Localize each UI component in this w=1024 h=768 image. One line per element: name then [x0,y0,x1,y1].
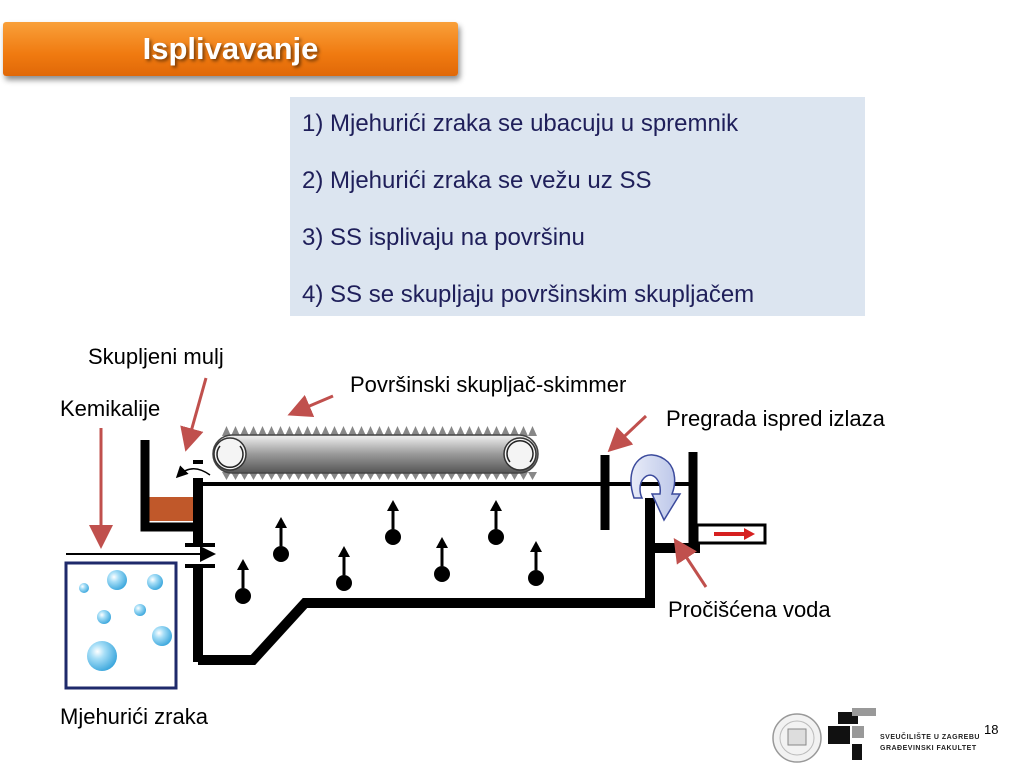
logo-line2: GRAĐEVINSKI FAKULTET [880,745,977,752]
steps-box: 1) Mjehurići zraka se ubacuju u spremnik… [290,97,865,316]
particle-5 [434,566,450,582]
slide-title: Isplivavanje [142,31,319,66]
university-logo [772,708,876,763]
particle-arrowhead-6 [490,500,502,511]
page-number: 18 [984,722,999,737]
step-2: 2) Mjehurići zraka se vežu uz SS [302,167,652,194]
inlet-pipe [66,543,216,568]
title-banner: Isplivavanje [3,22,458,76]
particle-6 [488,529,504,545]
sludge-hopper [140,440,200,532]
label-pointers [89,377,708,588]
particle-7 [528,570,544,586]
particle-arrowhead-1 [275,517,287,528]
tank-walls [193,452,700,665]
particle-arrowhead-3 [338,546,350,557]
air-bubble-box [64,561,178,690]
particle-3 [336,575,352,591]
rising-particles [235,500,544,604]
particle-4 [385,529,401,545]
particle-arrowhead-7 [530,541,542,552]
label-sludge: Skupljeni mulj [88,344,224,369]
label-baffle: Pregrada ispred izlaza [666,406,885,431]
particle-2 [235,588,251,604]
particle-arrowhead-2 [237,559,249,570]
label-air-bubbles: Mjehurići zraka [60,704,208,729]
step-4: 4) SS se skupljaju površinskim skupljače… [302,281,755,308]
skimmer-belt [212,426,539,480]
sludge-transfer-arrow [175,465,211,479]
logo-line1: SVEUČILIŠTE U ZAGREBU [880,734,980,741]
label-skimmer: Površinski skupljač-skimmer [350,372,627,397]
particle-arrowhead-4 [387,500,399,511]
step-1: 1) Mjehurići zraka se ubacuju u spremnik [302,110,739,137]
label-treated-water: Pročišćena voda [668,597,831,622]
step-3: 3) SS isplivaju na površinu [302,224,585,251]
flow-over-baffle-arrow [630,454,682,522]
label-chemicals: Kemikalije [60,396,161,421]
particle-1 [273,546,289,562]
outlet-pipe [695,523,767,545]
particle-arrowhead-5 [436,537,448,548]
